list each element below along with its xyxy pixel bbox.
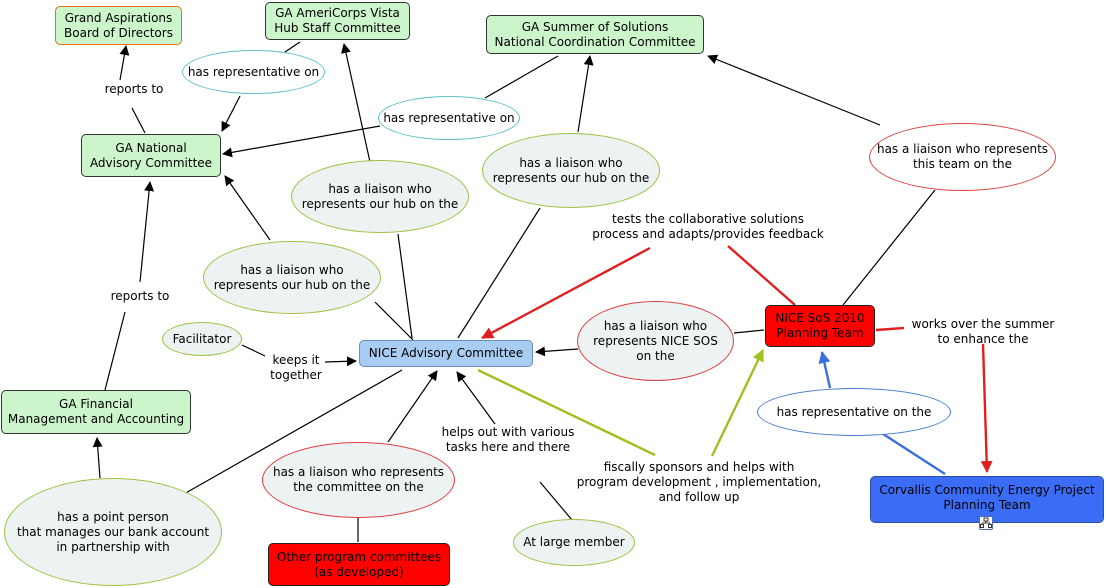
edge-financial-national-a <box>104 311 126 391</box>
edge-liaison2-summer <box>577 55 594 133</box>
edge-nice-liaison1 <box>397 233 413 339</box>
edge-hasrep-sos <box>818 351 832 389</box>
label-reports-to-2: reports to <box>110 289 170 303</box>
node-financial[interactable]: GA Financial Management and Accounting <box>1 390 191 434</box>
edge-financial-national-b <box>139 181 155 283</box>
phrase-has-rep-2[interactable]: has representative on <box>378 96 520 140</box>
label-helps-out: helps out with various tasks here and th… <box>441 425 575 454</box>
edge-liaison1-vista <box>341 43 371 163</box>
submap-icon[interactable] <box>979 516 993 530</box>
edge-has-rep-national-1 <box>221 95 241 132</box>
edge-liaison-nice <box>387 370 438 443</box>
edge-summer-has-rep <box>484 55 559 99</box>
edge-national-to-board-b <box>119 45 130 81</box>
label-works-over: works over the summer to enhance the <box>911 317 1055 346</box>
node-grand-board[interactable]: Grand Aspirations Board of Directors <box>55 6 182 45</box>
edge-has-rep-national-2 <box>222 125 381 158</box>
edge-fiscally-sos <box>710 349 765 457</box>
phrase-has-rep-1[interactable]: has representative on <box>182 50 325 94</box>
edge-sos-tests <box>727 245 796 306</box>
node-nice-sos[interactable]: NICE SoS 2010 Planning Team <box>765 305 875 347</box>
edge-atlarge-helps <box>539 481 573 521</box>
edge-sos-liaison-team <box>842 189 936 306</box>
label-keeps: keeps it together <box>270 353 322 382</box>
edge-facilitator-keeps <box>241 344 266 357</box>
label-tests: tests the collaborative solutions proces… <box>592 212 824 241</box>
edge-national-to-board-a <box>131 107 146 134</box>
edge-keeps-nice <box>324 356 357 367</box>
edge-helps-nice <box>456 371 496 425</box>
node-summer-solutions[interactable]: GA Summer of Solutions National Coordina… <box>486 15 704 54</box>
phrase-liaison-hub-2[interactable]: has a liaison who represents our hub on … <box>482 133 660 208</box>
edge-sos-works <box>875 326 905 332</box>
phrase-point-person[interactable]: has a point person that manages our bank… <box>4 478 222 586</box>
edge-nice-fiscally <box>477 368 656 457</box>
node-other-committees[interactable]: Other program committees (as developed) <box>268 543 450 586</box>
node-at-large[interactable]: At large member <box>513 519 635 566</box>
label-reports-to-1: reports to <box>104 82 164 96</box>
edge-liaison3-national <box>224 175 271 241</box>
edge-liaison-nice-2 <box>535 346 579 357</box>
edge-liaison-team-summer <box>707 54 881 126</box>
node-vista-hub[interactable]: GA AmeriCorps Vista Hub Staff Committee <box>265 2 410 40</box>
edge-nice-liaison3 <box>374 301 414 341</box>
phrase-liaison-hub-3[interactable]: has a liaison who represents our hub on … <box>203 241 381 314</box>
phrase-has-rep-the[interactable]: has representative on the <box>757 388 951 436</box>
phrase-liaison-nice-sos[interactable]: has a liaison who represents NICE SOS on… <box>577 301 734 381</box>
edge-nice-point <box>183 369 403 495</box>
edge-sos-liaison <box>733 329 765 334</box>
node-facilitator[interactable]: Facilitator <box>162 322 242 356</box>
edge-tests-nice <box>481 246 651 340</box>
edge-works-corvallis <box>980 343 993 473</box>
phrase-liaison-team[interactable]: has a liaison who represents this team o… <box>869 123 1056 191</box>
edge-corvallis-hasrep <box>879 430 946 476</box>
edge-vista-has-rep <box>284 41 301 53</box>
node-national-advisory[interactable]: GA National Advisory Committee <box>81 134 221 177</box>
phrase-liaison-committee[interactable]: has a liaison who represents the committ… <box>262 442 455 518</box>
node-nice-advisory[interactable]: NICE Advisory Committee <box>359 340 533 367</box>
edge-nice-liaison2 <box>457 207 541 339</box>
label-fiscally: fiscally sponsors and helps with program… <box>576 460 822 504</box>
phrase-liaison-hub-1[interactable]: has a liaison who represents our hub on … <box>291 160 469 233</box>
edge-point-financial <box>92 437 103 479</box>
